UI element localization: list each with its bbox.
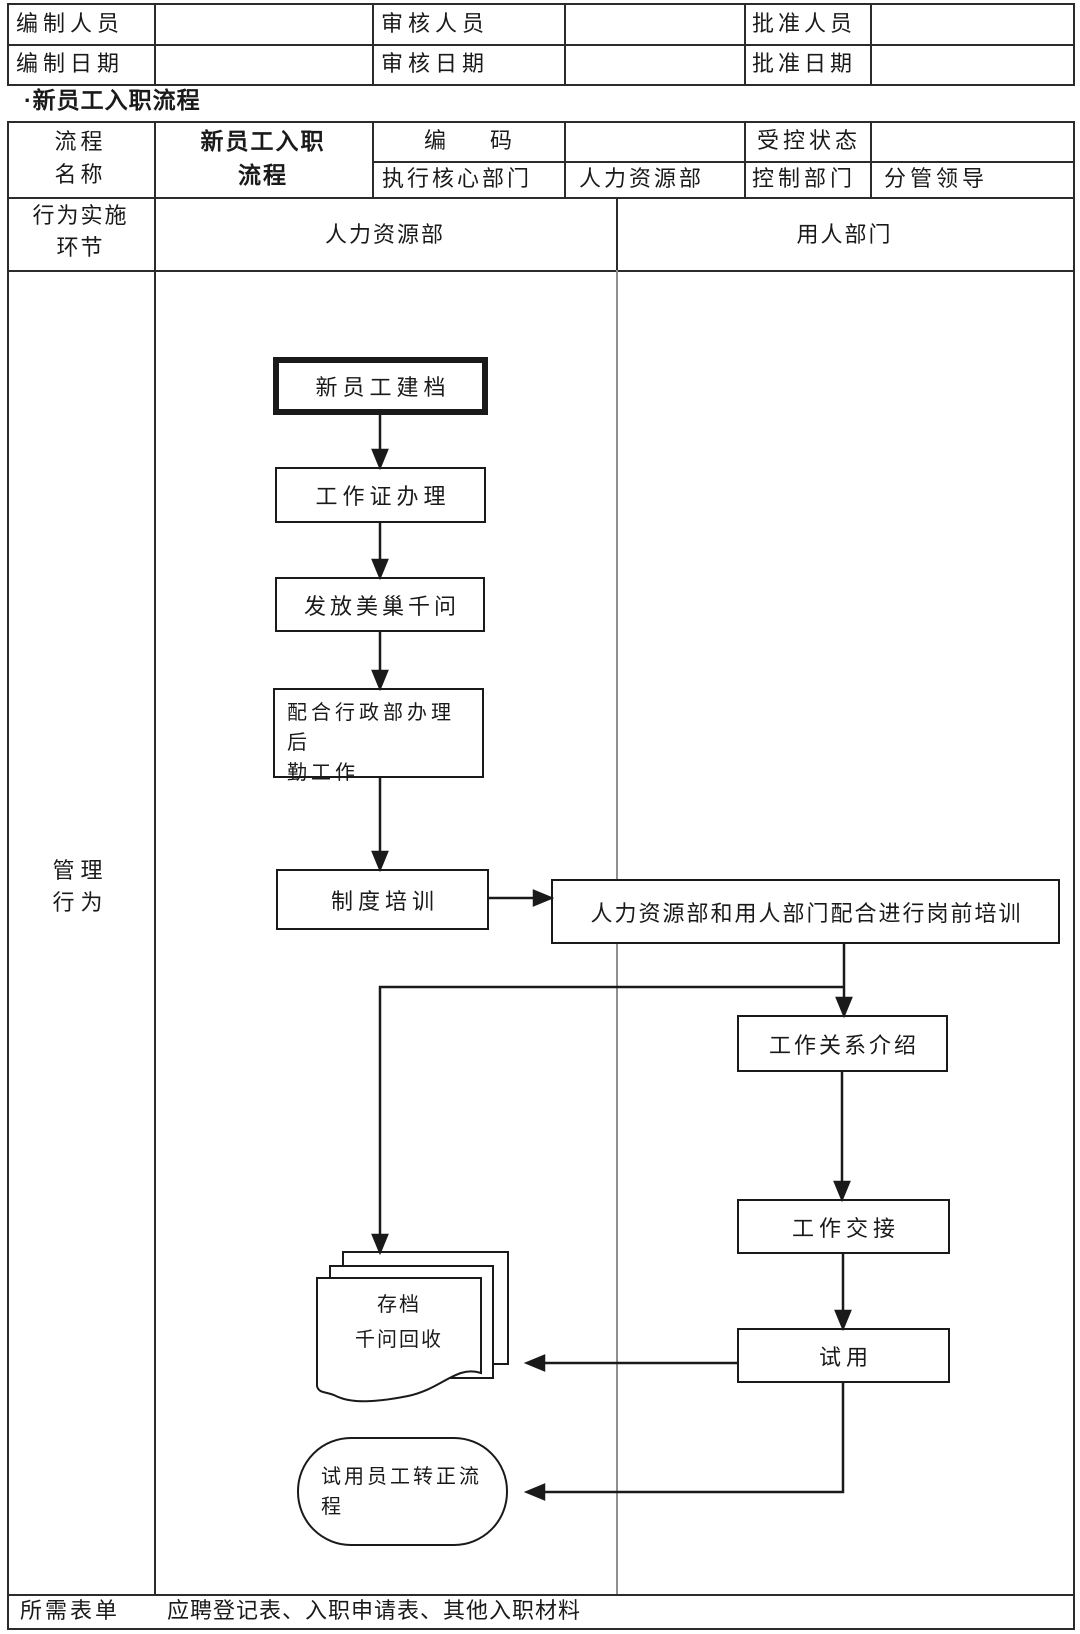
approval-table-border-bottom [7,84,1075,86]
approval-table-col-divider [372,3,374,86]
arrowhead-right-icon [532,889,555,907]
flow-node-issue-handbook: 发放美巢千问 [275,577,485,632]
flow-node-work-relation-intro: 工作关系介绍 [737,1015,948,1072]
arrowhead-left-icon [523,1354,546,1372]
flow-area-border-top [7,270,1075,272]
archive-text-line2: 千问回收 [355,1329,443,1351]
forms-row-value: 应聘登记表、入职申请表、其他入职材料 [167,1598,582,1623]
info-table-col-divider [372,121,374,197]
approval-table-col-divider [154,3,156,86]
lane-header-hr: 人力资源部 [324,222,445,247]
leader-label: 分管领导 [884,166,989,191]
arrowhead-left-icon [523,1483,546,1501]
archive-text-line1: 存档 [377,1294,421,1316]
approval-table-border-left [7,3,9,86]
info-table-row-divider [372,161,1075,163]
flow-node-system-training: 制度培训 [276,869,489,930]
approval-table-col-divider [564,3,566,86]
flow-node-regularization-line2: 程 [321,1495,344,1518]
stage-label-line1: 行为实施 [32,203,129,228]
process-name-value-line2: 流程 [238,162,288,188]
section-heading: ·新员工入职流程 [24,84,201,116]
section-heading-title: 新员工入职流程 [32,87,201,113]
review-date-label: 审核日期 [381,51,490,76]
stage-row-border-top [7,197,1075,199]
lane-header-employer: 用人部门 [796,222,893,247]
swimlane-divider-header [616,197,618,270]
flow-node-regularization: 试用员工转正流 程 [297,1437,508,1546]
approval-table-row-divider [7,44,1075,46]
bullet-icon: · [24,87,33,113]
flow-node-logistics-line2: 勤工作 [287,762,359,784]
arrowhead-down-icon [833,1180,851,1203]
reviewer-label: 审核人员 [381,11,490,36]
management-label-line1: 管理 [52,858,109,883]
label-col-divider [154,121,156,1594]
exec-dept-label: 执行核心部门 [382,166,533,191]
compiler-label: 编制人员 [16,11,125,36]
forms-row-label: 所需表单 [20,1598,121,1623]
flow-node-logistics: 配合行政部办理后 勤工作 [273,688,484,784]
approval-table-border-right [1073,3,1075,86]
controlled-state-value [870,121,1073,161]
approve-date-label: 批准日期 [752,51,857,76]
process-name-label-line2: 名称 [54,162,107,187]
arrowhead-down-icon [371,850,389,873]
code-value [564,121,744,161]
flow-node-work-handover: 工作交接 [737,1199,950,1254]
process-name-label-line1: 流程 [54,129,107,154]
arrowhead-down-icon [834,1309,852,1332]
arrowhead-down-icon [371,1233,389,1256]
flow-node-joint-pre-job-training: 人力资源部和用人部门配合进行岗前培训 [551,879,1060,944]
document-middle [329,1265,494,1379]
arrowhead-down-icon [835,996,853,1019]
arrowhead-down-icon [371,558,389,581]
process-name-value-line1: 新员工入职 [200,128,326,154]
flow-node-regularization-line1: 试用员工转正流 [321,1465,482,1488]
arrow-probation-to-regularization [542,1383,845,1494]
forms-row-border-top [7,1594,1075,1596]
flow-node-work-permit: 工作证办理 [275,467,486,523]
approver-label: 批准人员 [752,11,857,36]
management-label-line2: 行为 [52,890,109,915]
table-border-right [1073,121,1075,1630]
code-label: 编 码 [423,128,512,153]
arrowhead-down-icon [371,448,389,471]
stage-label-line2: 环节 [56,235,105,260]
info-table-col-divider [744,121,746,197]
flow-node-probation: 试用 [737,1328,950,1383]
info-table-col-divider [870,121,872,197]
compile-date-label: 编制日期 [16,51,125,76]
info-table-col-divider [564,121,566,197]
flow-node-logistics-line1: 配合行政部办理后 [287,702,455,754]
control-dept-label: 控制部门 [752,166,857,191]
controlled-state-label: 受控状态 [756,128,861,153]
approval-table-col-divider [870,3,872,86]
arrowhead-down-icon [371,669,389,692]
approval-table-border-top [7,3,1075,5]
info-table-border-top [7,121,1075,123]
table-border-left [7,121,9,1630]
table-border-bottom [7,1628,1075,1630]
approval-table-col-divider [744,3,746,86]
exec-dept-value: 人力资源部 [579,166,705,191]
flow-node-new-employee-filing: 新员工建档 [273,357,488,415]
